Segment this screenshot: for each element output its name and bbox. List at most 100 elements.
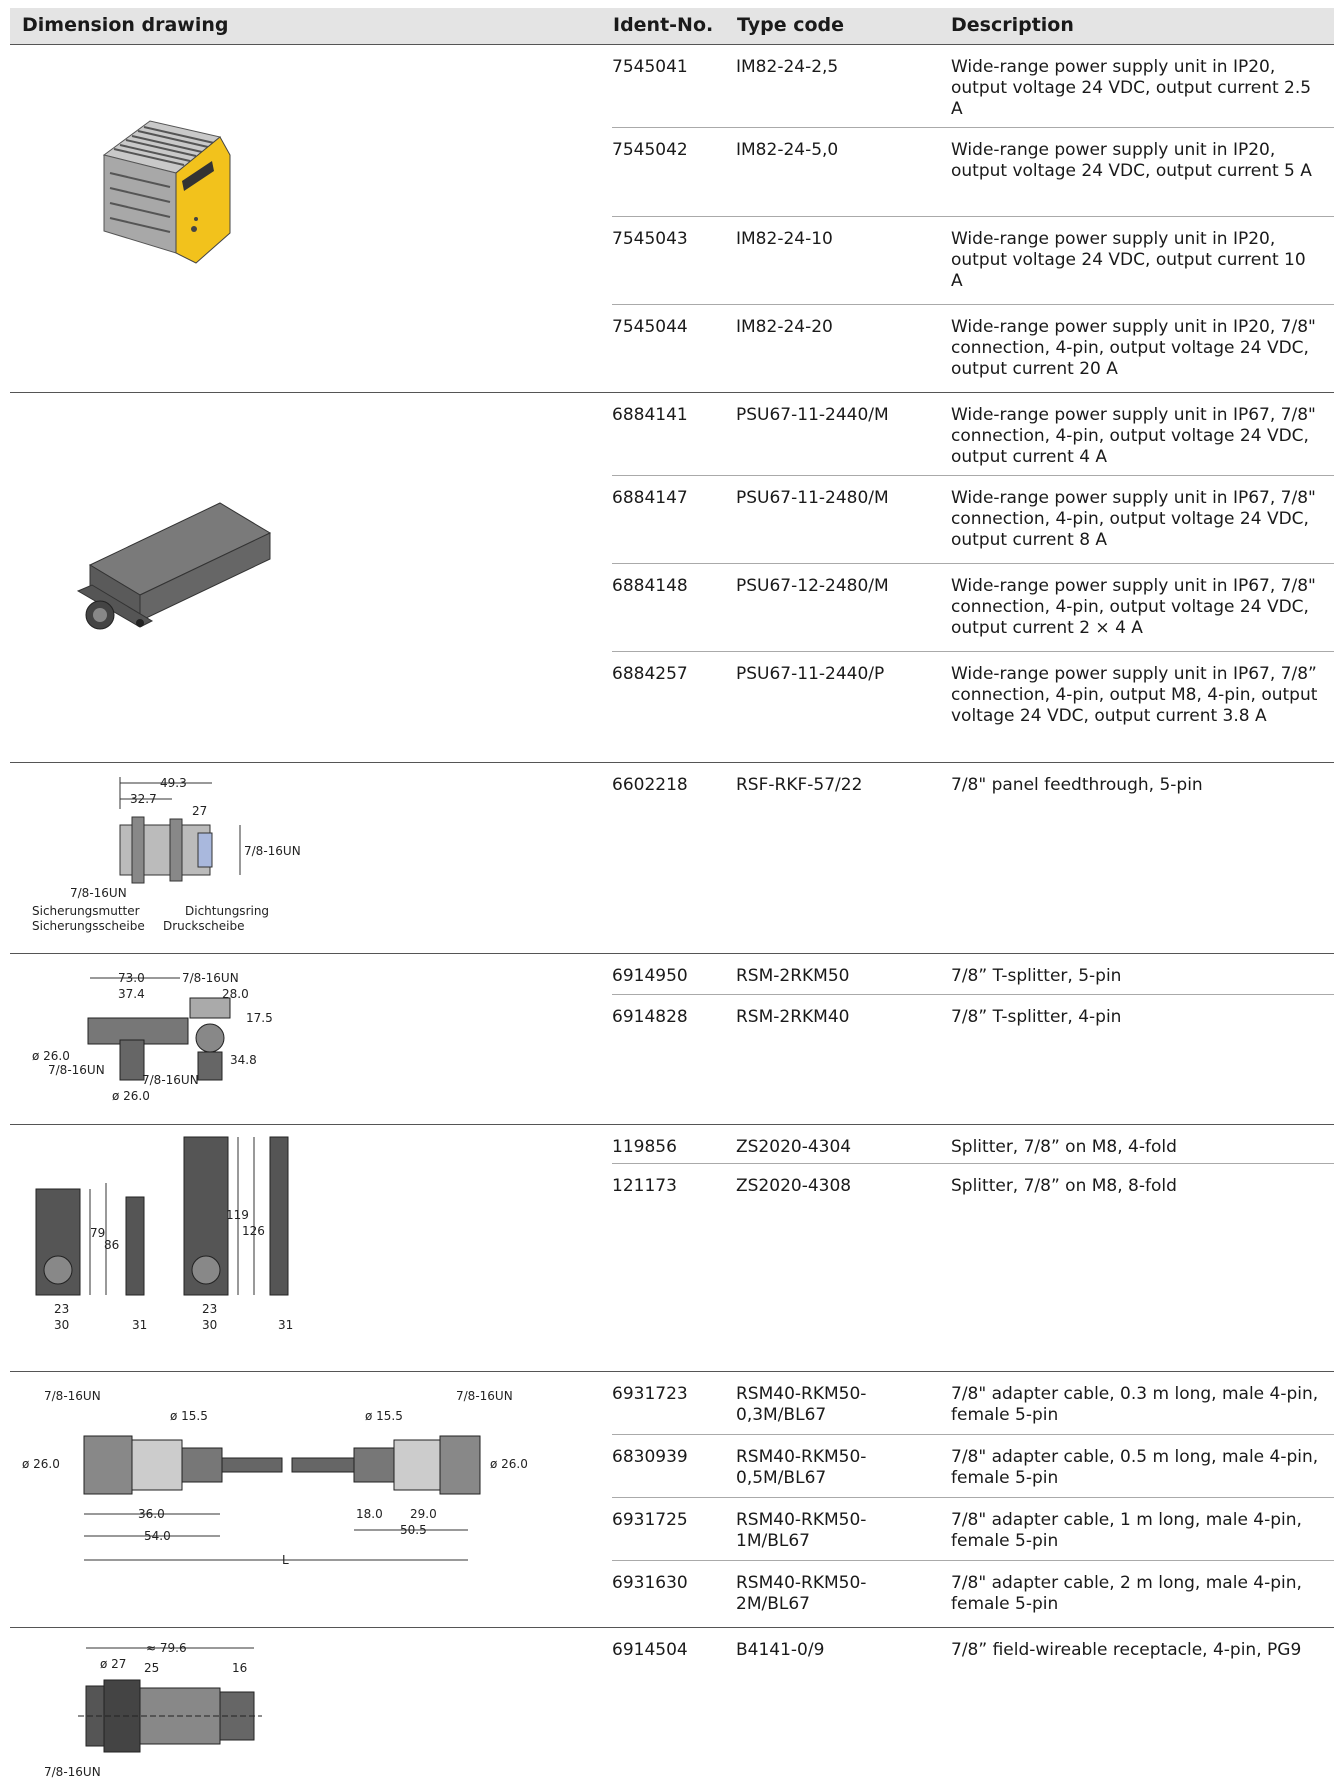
dim-label: ø 26.0 [112, 1089, 150, 1103]
description: 7/8” field-wireable receptacle, 4-pin, P… [951, 1640, 1302, 1660]
dim-label: ≈ 79.6 [146, 1641, 187, 1655]
description: Wide-range power supply unit in IP20, ou… [951, 140, 1312, 181]
table-row: 6931630 RSM40-RKM50-2M/BL67 7/8" adapter… [612, 1560, 1334, 1630]
dim-label: 28.0 [222, 987, 249, 1001]
ident-no: 6884147 [612, 488, 688, 508]
dim-label: 32.7 [130, 792, 157, 806]
dim-label: 16 [232, 1661, 247, 1675]
type-code: B4141-0/9 [736, 1640, 825, 1660]
product-table: Dimension drawing Ident-No. Type code De… [10, 8, 1334, 1778]
type-code: PSU67-12-2480/M [736, 576, 889, 596]
ident-no: 121173 [612, 1176, 677, 1196]
dim-label: 7/8-16UN [244, 844, 301, 858]
group-panel-feedthrough: 49.3 32.7 27 7/8-16UN 7/8-16UN Sicherung… [10, 762, 1334, 953]
table-row: 7545044 IM82-24-20 Wide-range power supp… [612, 304, 1334, 393]
dim-label: ø 26.0 [32, 1049, 70, 1063]
dim-label: ø 26.0 [490, 1457, 528, 1471]
table-row: 6884141 PSU67-11-2440/M Wide-range power… [612, 393, 1334, 475]
ident-no: 119856 [612, 1137, 677, 1157]
ident-no: 6914828 [612, 1007, 688, 1027]
type-code: IM82-24-5,0 [736, 140, 839, 160]
table-row: 6830939 RSM40-RKM50-0,5M/BL67 7/8" adapt… [612, 1434, 1334, 1497]
description: Wide-range power supply unit in IP67, 7/… [951, 488, 1316, 550]
dim-label: 37.4 [118, 987, 145, 1001]
table-row: 7545043 IM82-24-10 Wide-range power supp… [612, 216, 1334, 304]
ident-no: 6931725 [612, 1510, 688, 1530]
table-row: 6931723 RSM40-RKM50-0,3M/BL67 7/8" adapt… [612, 1372, 1334, 1434]
description: Wide-range power supply unit in IP67, 7/… [951, 405, 1316, 467]
dim-label: Dichtungsring [185, 904, 269, 918]
dim-label: Sicherungsscheibe [32, 919, 145, 933]
description: Wide-range power supply unit in IP67, 7/… [951, 664, 1318, 726]
dim-label: 7/8-16UN [182, 971, 239, 985]
dim-label: 36.0 [138, 1507, 165, 1521]
group-adapter-cable: 7/8-16UN ø 15.5 ø 26.0 ø 15.5 7/8-16UN ø… [10, 1371, 1334, 1627]
type-code: RSF-RKF-57/22 [736, 775, 863, 795]
dim-label: 29.0 [410, 1507, 437, 1521]
ident-no: 6884141 [612, 405, 688, 425]
ident-no: 6931630 [612, 1573, 688, 1593]
table-row: 6914828 RSM-2RKM40 7/8” T-splitter, 4-pi… [612, 994, 1334, 1125]
table-row: 6884147 PSU67-11-2480/M Wide-range power… [612, 475, 1334, 563]
type-code: PSU67-11-2440/M [736, 405, 889, 425]
type-code: IM82-24-10 [736, 229, 833, 249]
dim-label: 30 [54, 1318, 69, 1332]
type-code: ZS2020-4308 [736, 1176, 852, 1196]
dim-label: 23 [202, 1302, 217, 1316]
dim-label: 50.5 [400, 1523, 427, 1537]
dim-label: 7/8-16UN [456, 1389, 513, 1403]
group-ip67-power-supply: 6884141 PSU67-11-2440/M Wide-range power… [10, 392, 1334, 762]
dim-label: 30 [202, 1318, 217, 1332]
ident-no: 6884257 [612, 664, 688, 684]
dim-label: 7/8-16UN [48, 1063, 105, 1077]
type-code: RSM40-RKM50-0,5M/BL67 [736, 1447, 867, 1488]
ident-no: 6830939 [612, 1447, 688, 1467]
dim-label: 54.0 [144, 1529, 171, 1543]
dim-label: ø 27 [100, 1657, 126, 1671]
dim-label: 31 [278, 1318, 293, 1332]
group-ip20-power-supply: 7545041 IM82-24-2,5 Wide-range power sup… [10, 44, 1334, 392]
table-row: 7545041 IM82-24-2,5 Wide-range power sup… [612, 45, 1334, 127]
dim-label: 7/8-16UN [142, 1073, 199, 1087]
description: 7/8" adapter cable, 0.3 m long, male 4-p… [951, 1384, 1319, 1425]
dim-label: 86 [104, 1238, 119, 1252]
table-row: 6884257 PSU67-11-2440/P Wide-range power… [612, 651, 1334, 765]
description: Wide-range power supply unit in IP20, ou… [951, 57, 1312, 119]
dim-label: 7/8-16UN [44, 1389, 101, 1403]
table-row: 121173 ZS2020-4308 Splitter, 7/8” on M8,… [612, 1163, 1334, 1372]
description: 7/8" adapter cable, 2 m long, male 4-pin… [951, 1573, 1302, 1614]
type-code: IM82-24-20 [736, 317, 833, 337]
type-code: RSM-2RKM50 [736, 966, 850, 986]
dim-label: 23 [54, 1302, 69, 1316]
header-type-code: Type code [737, 14, 844, 36]
table-row: 119856 ZS2020-4304 Splitter, 7/8” on M8,… [612, 1125, 1334, 1163]
type-code: RSM-2RKM40 [736, 1007, 850, 1027]
dim-label: 18.0 [356, 1507, 383, 1521]
table-row: 6914504 B4141-0/9 7/8” field-wireable re… [612, 1628, 1334, 1778]
dim-label: 49.3 [160, 776, 187, 790]
description: Wide-range power supply unit in IP67, 7/… [951, 576, 1316, 638]
table-row: 6914950 RSM-2RKM50 7/8” T-splitter, 5-pi… [612, 954, 1334, 994]
description: 7/8” T-splitter, 5-pin [951, 966, 1122, 986]
description: 7/8" adapter cable, 0.5 m long, male 4-p… [951, 1447, 1319, 1488]
dim-label: 27 [192, 804, 207, 818]
ident-no: 6602218 [612, 775, 688, 795]
dim-label: 73.0 [118, 971, 145, 985]
ident-no: 7545042 [612, 140, 688, 160]
group-field-wireable-receptacle: ≈ 79.6 ø 27 25 16 7/8-16UN 6914504 B4141… [10, 1627, 1334, 1778]
dim-label: 25 [144, 1661, 159, 1675]
dim-label: 34.8 [230, 1053, 257, 1067]
dim-label: 126 [242, 1224, 265, 1238]
type-code: PSU67-11-2440/P [736, 664, 885, 684]
type-code: RSM40-RKM50-0,3M/BL67 [736, 1384, 867, 1425]
dim-label: 17.5 [246, 1011, 273, 1025]
group-t-splitter: 73.0 7/8-16UN 37.4 28.0 17.5 34.8 ø 26.0… [10, 953, 1334, 1124]
dim-label: 79 [90, 1226, 105, 1240]
ident-no: 7545044 [612, 317, 688, 337]
description: Wide-range power supply unit in IP20, 7/… [951, 317, 1316, 379]
description: Splitter, 7/8” on M8, 4-fold [951, 1137, 1177, 1157]
ident-no: 6914504 [612, 1640, 688, 1660]
ident-no: 6914950 [612, 966, 688, 986]
type-code: ZS2020-4304 [736, 1137, 852, 1157]
dim-label: 7/8-16UN [70, 886, 127, 900]
